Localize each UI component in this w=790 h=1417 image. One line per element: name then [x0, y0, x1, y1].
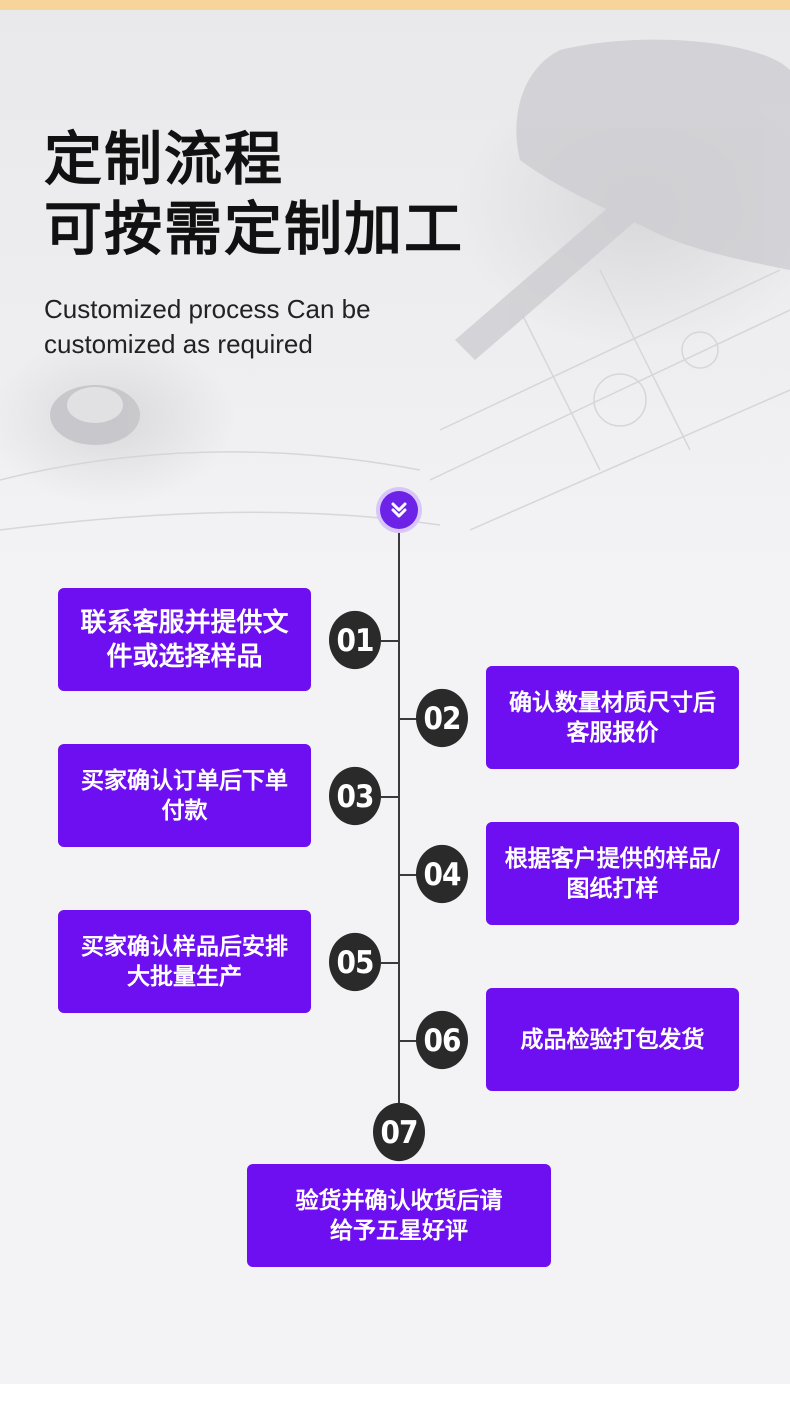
step-card-03: 买家确认订单后下单付款: [58, 744, 311, 847]
timeline-line: [398, 526, 400, 1106]
step-connector: [381, 796, 399, 798]
step-card-04: 根据客户提供的样品/图纸打样: [486, 822, 739, 925]
step-number-01: 01: [329, 610, 381, 670]
step-number-04: 04: [416, 844, 468, 904]
step-number-02: 02: [416, 688, 468, 748]
step-card-01: 联系客服并提供文件或选择样品: [58, 588, 311, 691]
page-subtitle: Customized process Can be customized as …: [44, 294, 371, 359]
hero-background-image: [0, 10, 790, 570]
step-card-07: 验货并确认收货后请给予五星好评: [247, 1164, 551, 1267]
step-card-05: 买家确认样品后安排大批量生产: [58, 910, 311, 1013]
bottom-white-strip: [0, 1384, 790, 1417]
title-line-1: 定制流程: [44, 125, 285, 193]
top-accent-strip: [0, 0, 790, 10]
page-title: 定制流程 可按需定制加工: [44, 124, 464, 264]
step-number-06: 06: [416, 1010, 468, 1070]
step-number-03: 03: [329, 766, 381, 826]
step-number-05: 05: [329, 932, 381, 992]
step-card-02: 确认数量材质尺寸后客服报价: [486, 666, 739, 769]
double-chevron-down-icon: [391, 502, 407, 518]
step-connector: [399, 1040, 417, 1042]
step-number-07: 07: [373, 1102, 425, 1162]
blueprint-sketch-illustration: [0, 39, 790, 531]
step-connector: [381, 640, 399, 642]
step-card-06: 成品检验打包发货: [486, 988, 739, 1091]
step-connector: [399, 874, 417, 876]
title-line-2: 可按需定制加工: [44, 195, 465, 263]
step-connector: [381, 962, 399, 964]
timeline-start-marker: [380, 491, 418, 529]
step-connector: [399, 718, 417, 720]
